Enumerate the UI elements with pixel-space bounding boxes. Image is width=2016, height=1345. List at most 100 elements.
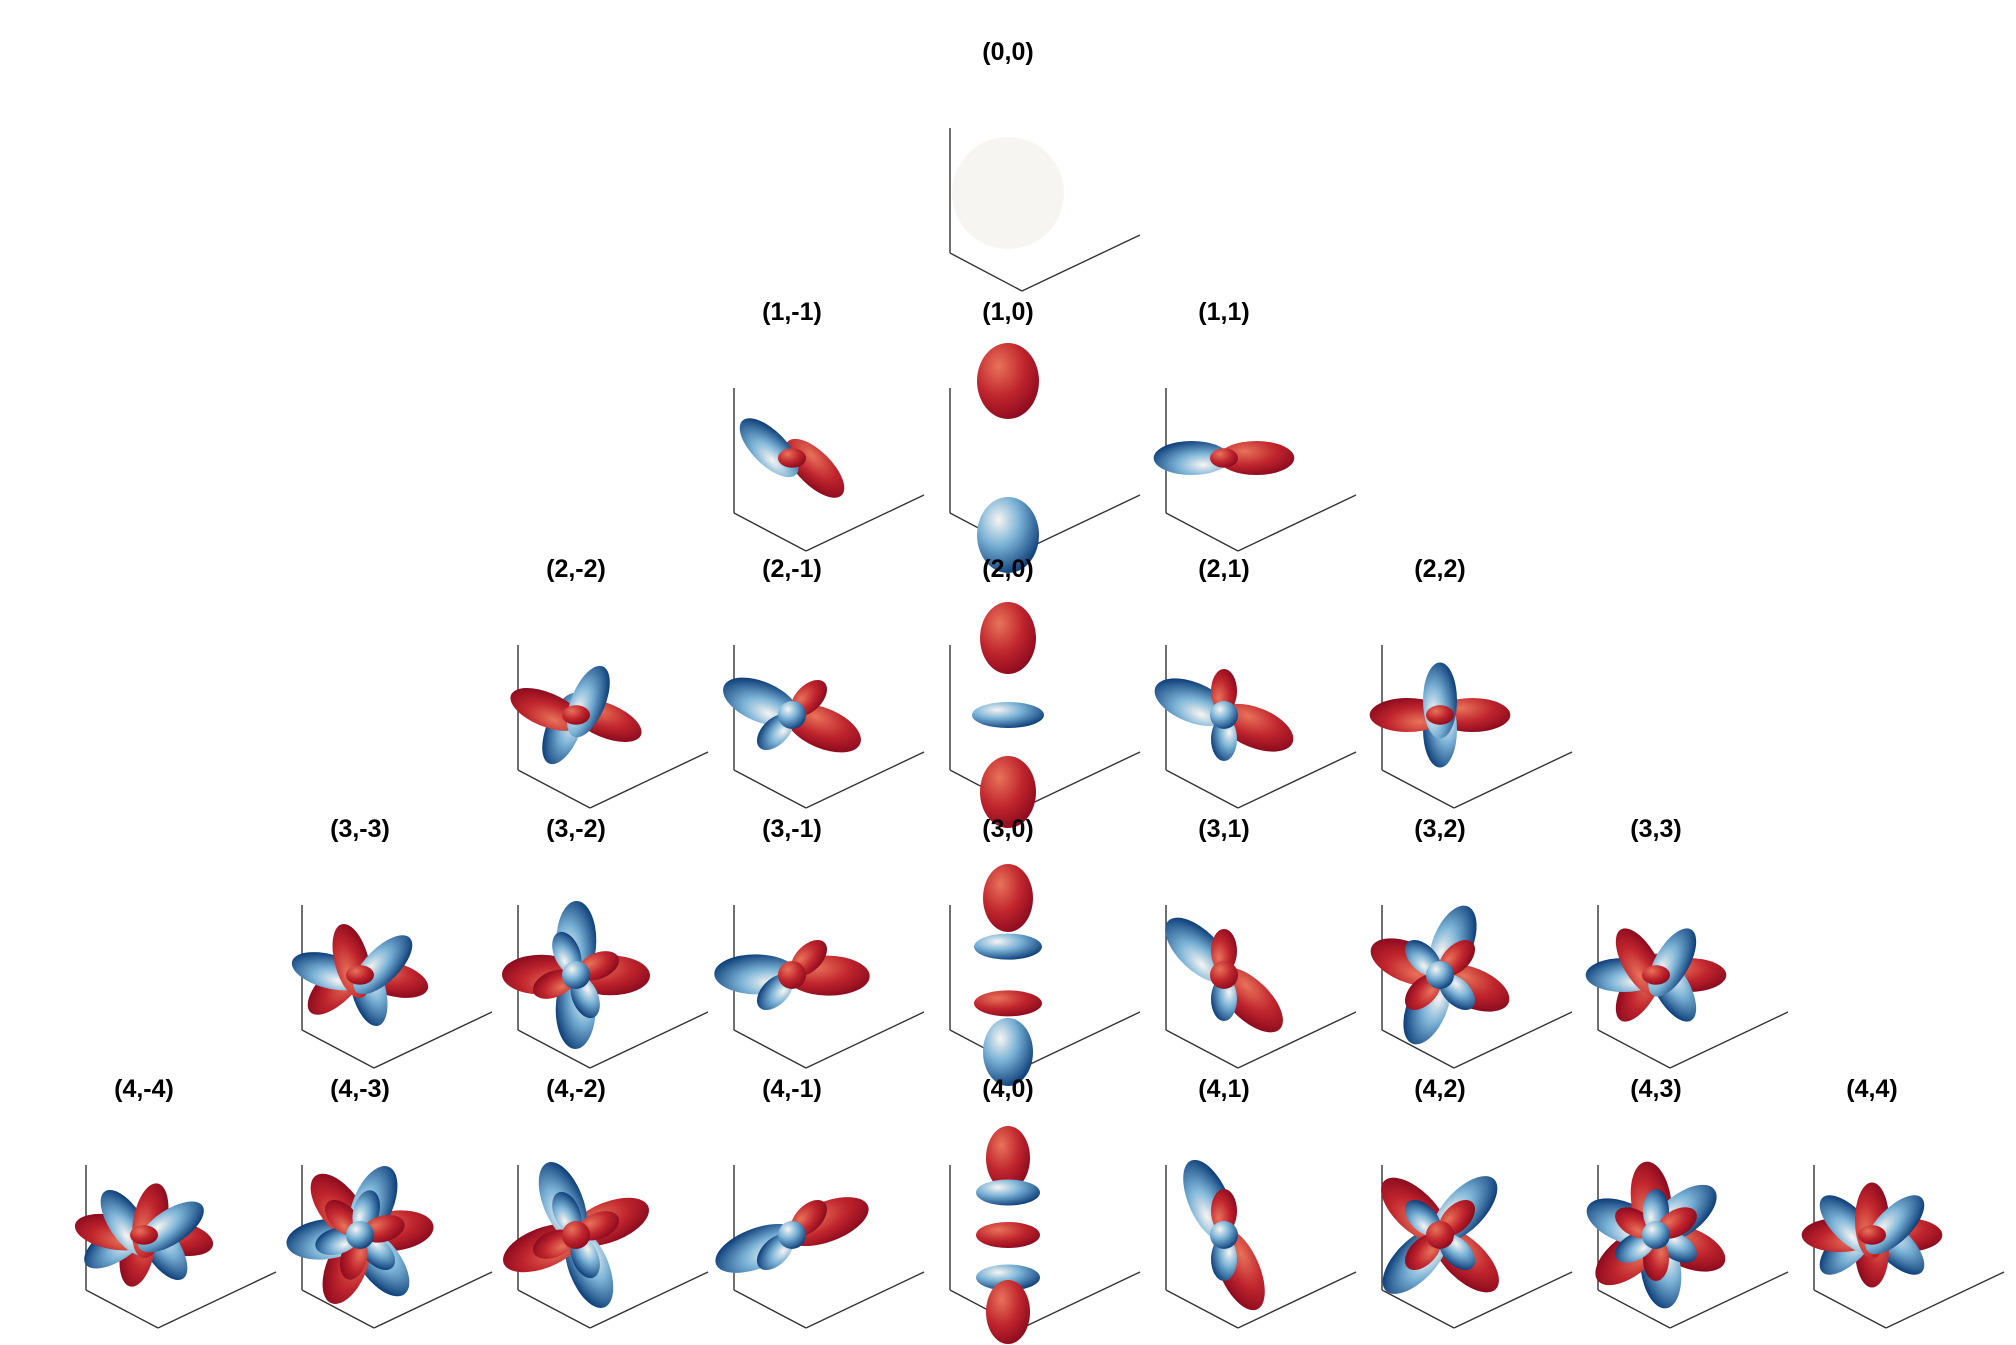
harmonic-plot xyxy=(723,645,925,809)
axis-x-line xyxy=(301,1289,375,1329)
axis-x-line xyxy=(85,1289,159,1329)
harmonic-label: (1,1) xyxy=(1198,298,1250,326)
harmonic-cell: (2,2) xyxy=(1320,555,1573,815)
polar-lobe xyxy=(980,756,1036,828)
harmonic-label: (2,-1) xyxy=(762,555,822,583)
inner-lobe xyxy=(1211,717,1237,761)
center-lobe xyxy=(1426,961,1454,989)
harmonic-cell: (3,-3) xyxy=(240,815,493,1075)
axis-x-line xyxy=(517,769,591,809)
polar-lobe xyxy=(977,343,1039,419)
axis-x-line xyxy=(1165,1289,1239,1329)
harmonic-plot xyxy=(503,1162,709,1329)
harmonic-label: (3,-1) xyxy=(762,815,822,843)
ring-lobe xyxy=(972,702,1044,728)
inner-lobe xyxy=(1211,1189,1237,1233)
axis-x-line xyxy=(733,1029,807,1069)
axis-y-line xyxy=(1885,1271,2005,1329)
harmonic-cell: (1,-1) xyxy=(672,298,925,558)
lobe xyxy=(1218,441,1295,475)
harmonic-cell: (3,3) xyxy=(1536,815,1789,1075)
harmonic-label: (4,-2) xyxy=(546,1075,606,1103)
harmonic-plot xyxy=(1165,905,1357,1069)
polar-lobe xyxy=(983,864,1033,932)
harmonic-label: (3,-2) xyxy=(546,815,606,843)
harmonic-cell: (4,-4) xyxy=(24,1075,277,1335)
harmonic-label: (2,-2) xyxy=(546,555,606,583)
harmonic-label: (4,-3) xyxy=(330,1075,390,1103)
polar-lobe xyxy=(977,497,1039,573)
harmonic-cell: (2,-2) xyxy=(456,555,709,815)
axis-y-line xyxy=(1021,751,1141,809)
harmonic-plot xyxy=(949,128,1141,292)
ring-lobe xyxy=(976,1179,1040,1206)
center-lobe xyxy=(778,448,806,468)
axis-x-line xyxy=(1813,1289,1887,1329)
inner-lobe xyxy=(1211,669,1237,713)
harmonic-label: (0,0) xyxy=(982,38,1034,66)
harmonic-label: (1,-1) xyxy=(762,298,822,326)
axis-y-line xyxy=(373,1271,493,1329)
axis-y-line xyxy=(589,1271,709,1329)
axis-y-line xyxy=(805,494,925,552)
harmonic-label: (2,1) xyxy=(1198,555,1250,583)
harmonic-label: (4,3) xyxy=(1630,1075,1682,1103)
harmonic-label: (4,-4) xyxy=(114,1075,174,1103)
axis-x-line xyxy=(301,1029,375,1069)
center-lobe xyxy=(346,1221,374,1249)
harmonic-plot xyxy=(1369,645,1573,809)
harmonic-plot xyxy=(1154,645,1357,809)
ring-lobe xyxy=(976,1264,1040,1291)
lobe xyxy=(1423,662,1457,739)
harmonic-label: (3,-3) xyxy=(330,815,390,843)
harmonic-plot xyxy=(1153,388,1357,552)
center-lobe xyxy=(1210,961,1238,989)
harmonic-cell: (2,0) xyxy=(888,555,1141,828)
harmonic-plot xyxy=(1381,1165,1573,1329)
harmonic-cell: (1,0) xyxy=(888,298,1141,573)
ring-lobe xyxy=(974,933,1042,960)
center-lobe xyxy=(778,1221,806,1249)
harmonic-cell: (4,0) xyxy=(888,1075,1141,1344)
harmonic-cell: (4,-2) xyxy=(456,1075,709,1335)
axis-y-line xyxy=(1021,1011,1141,1069)
harmonic-cell: (4,4) xyxy=(1752,1075,2005,1335)
inner-lobe xyxy=(1211,977,1237,1021)
harmonic-label: (4,0) xyxy=(982,1075,1034,1103)
axis-y-line xyxy=(1453,1271,1573,1329)
axis-x-line xyxy=(1381,1029,1455,1069)
harmonic-plot xyxy=(949,343,1141,573)
center-lobe xyxy=(1642,1221,1670,1249)
harmonic-plot xyxy=(949,1126,1141,1344)
axis-y-line xyxy=(1237,1011,1357,1069)
axis-y-line xyxy=(1453,1011,1573,1069)
harmonic-cell: (2,1) xyxy=(1104,555,1357,815)
harmonic-cell: (4,1) xyxy=(1104,1075,1357,1335)
axis-x-line xyxy=(733,512,807,552)
axis-y-line xyxy=(589,1011,709,1069)
polar-lobe xyxy=(986,1126,1030,1190)
sphere-lobe xyxy=(952,137,1064,249)
axis-y-line xyxy=(373,1011,493,1069)
axis-x-line xyxy=(1165,512,1239,552)
harmonic-label: (4,-1) xyxy=(762,1075,822,1103)
harmonic-label: (4,1) xyxy=(1198,1075,1250,1103)
harmonic-plot xyxy=(502,901,709,1069)
axis-y-line xyxy=(589,751,709,809)
inner-lobe xyxy=(1211,1237,1237,1281)
axis-x-line xyxy=(1597,1289,1671,1329)
harmonic-plot xyxy=(1370,905,1573,1069)
harmonic-plot xyxy=(715,1165,925,1329)
axis-y-line xyxy=(1021,1271,1141,1329)
harmonic-label: (3,3) xyxy=(1630,815,1682,843)
axis-y-line xyxy=(1669,1011,1789,1069)
harmonic-cell: (1,1) xyxy=(1104,298,1357,558)
center-lobe xyxy=(130,1225,158,1245)
axis-x-line xyxy=(1165,1029,1239,1069)
center-lobe xyxy=(562,961,590,989)
axis-y-line xyxy=(1021,494,1141,552)
axis-y-line xyxy=(805,751,925,809)
axis-x-line xyxy=(1165,769,1239,809)
harmonic-cell: (4,2) xyxy=(1320,1075,1573,1335)
harmonic-cell: (3,-1) xyxy=(672,815,925,1075)
